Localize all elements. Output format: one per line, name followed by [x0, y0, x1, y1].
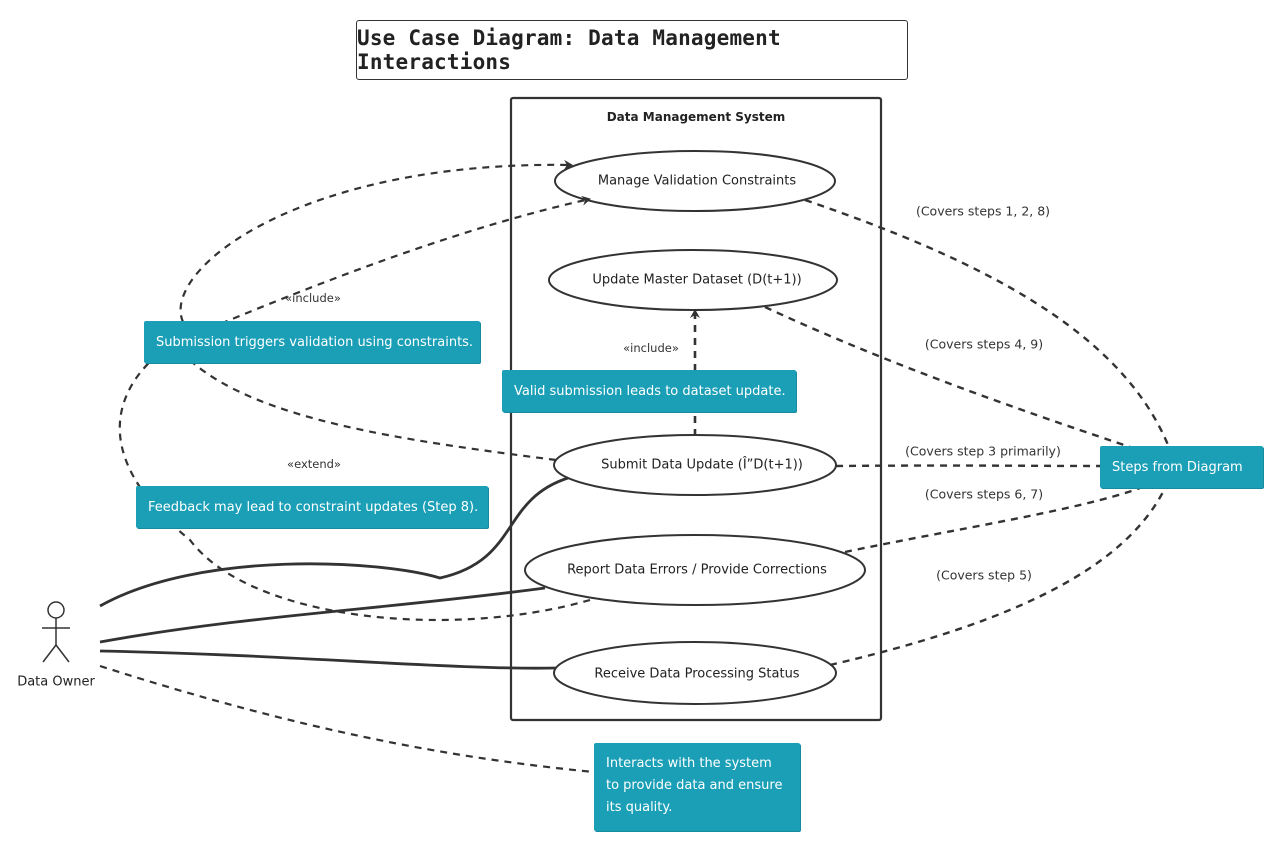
stereotype-include-update: «include»	[623, 341, 679, 355]
note-valid-submission: Valid submission leads to dataset update…	[502, 370, 796, 412]
actor-label: Data Owner	[17, 674, 95, 690]
note-actor-description: Interacts with the system to provide dat…	[594, 743, 800, 831]
usecase-receive-status[interactable]: Receive Data Processing Status	[594, 666, 800, 682]
edge-label-step-5: (Covers step 5)	[936, 567, 1032, 583]
include-arrow-validation	[179, 159, 573, 323]
connector-actor-note	[99, 664, 595, 774]
note-steps-from-diagram: Steps from Diagram	[1100, 446, 1263, 488]
association-report	[99, 586, 546, 644]
usecase-manage-validation[interactable]: Manage Validation Constraints	[597, 173, 797, 189]
system-boundary-label: Data Management System	[606, 110, 786, 124]
connector-submit-to-note	[191, 361, 557, 462]
association-receive	[99, 649, 557, 670]
connector-steps-6-7	[844, 486, 1141, 554]
note-submission-validation: Submission triggers validation using con…	[144, 321, 480, 363]
edge-label-step-3: (Covers step 3 primarily)	[905, 443, 1061, 459]
edge-label-steps-4-9: (Covers steps 4, 9)	[924, 336, 1044, 352]
usecase-ellipse-report-errors[interactable]	[524, 534, 866, 606]
association-submit	[99, 476, 569, 608]
usecase-update-master[interactable]: Update Master Dataset (D(t+1))	[592, 272, 802, 288]
actor-stick-figure[interactable]	[42, 601, 70, 663]
connector-steps-1-2-8	[804, 198, 1170, 446]
connector-steps-4-9	[764, 305, 1131, 449]
stereotype-extend: «extend»	[287, 457, 341, 471]
page-title: Use Case Diagram: Data Management Intera…	[356, 20, 908, 80]
usecase-ellipse-receive-status[interactable]	[553, 641, 837, 705]
edge-label-steps-6-7: (Covers steps 6, 7)	[924, 486, 1044, 502]
edge-label-steps-1-2-8: (Covers steps 1, 2, 8)	[915, 203, 1051, 219]
extend-arrow-validation	[118, 195, 591, 622]
stereotype-include-validation: «include»	[285, 291, 341, 305]
usecase-submit-data[interactable]: Submit Data Update (Î”D(t+1))	[601, 457, 803, 473]
note-feedback: Feedback may lead to constraint updates …	[136, 486, 488, 528]
usecase-report-errors[interactable]: Report Data Errors / Provide Corrections	[567, 562, 827, 578]
usecase-ellipse-manage-validation[interactable]	[554, 150, 836, 212]
